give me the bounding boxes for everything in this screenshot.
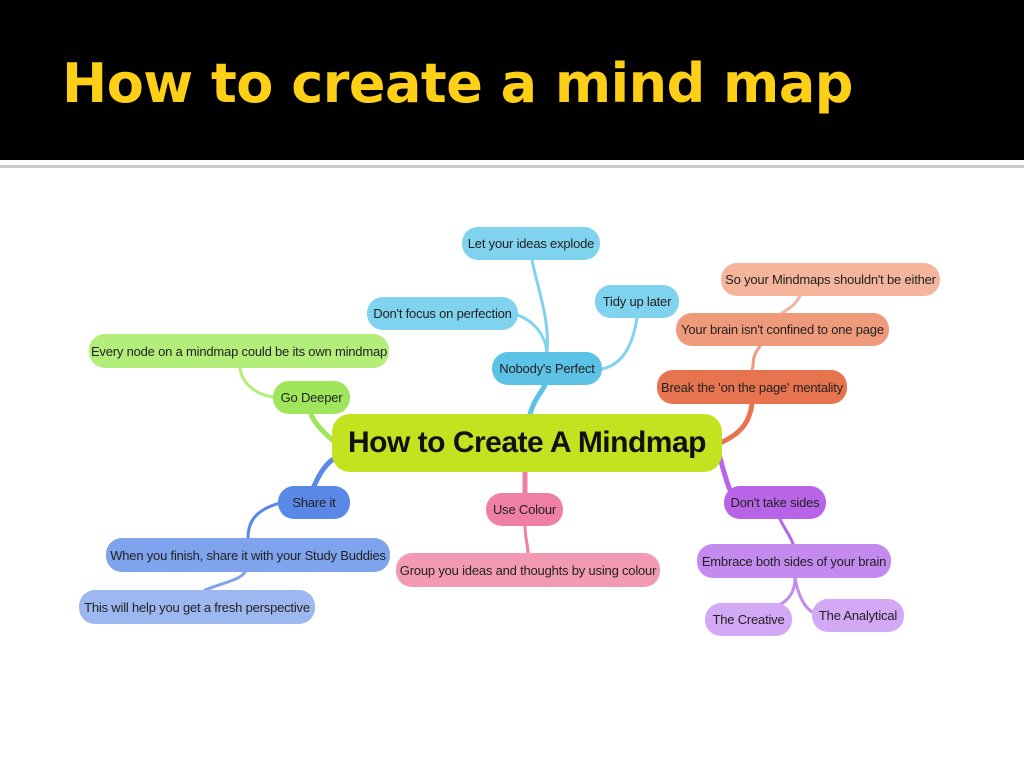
node-brain-not-confined: Your brain isn't confined to one page [676,313,889,346]
link-somindmaps-to-brain [780,294,802,315]
node-embrace-both: Embrace both sides of your brain [697,544,891,578]
node-the-creative: The Creative [705,603,792,636]
link-brain-to-break-page [750,344,762,372]
node-dont-focus-perfection: Don't focus on perfection [367,297,518,330]
node-every-node: Every node on a mindmap could be its own… [89,334,389,368]
node-share-it: Share it [278,486,350,519]
node-so-your-mindmaps: So your Mindmaps shouldn't be either [721,263,940,296]
link-central-to-go-deeper [308,411,338,445]
node-use-colour: Use Colour [486,493,563,526]
title-rule-gray [0,165,1024,168]
node-let-ideas-explode: Let your ideas explode [462,227,600,260]
node-go-deeper: Go Deeper [273,381,350,414]
link-central-to-nobodys-perfect [527,382,548,417]
slide-title: How to create a mind map [62,52,853,115]
node-break-the-page: Break the 'on the page' mentality [657,370,847,404]
node-when-you-finish: When you finish, share it with your Stud… [106,538,390,572]
title-bar: How to create a mind map [0,0,1024,160]
link-sides-to-embrace [778,517,795,546]
link-share-to-finish [246,501,282,540]
link-perfection-to-nobodys-perfect [516,313,549,354]
central-node: How to Create A Mindmap [332,414,722,472]
node-dont-take-sides: Don't take sides [724,486,826,519]
link-explode-to-nobodys-perfect [530,258,549,354]
node-nobodys-perfect: Nobody's Perfect [492,352,602,385]
link-central-to-share-it [311,457,335,489]
link-tidy-to-nobodys-perfect [600,316,639,371]
node-fresh-perspective: This will help you get a fresh perspecti… [79,590,315,624]
link-finish-to-perspective [203,570,247,592]
node-group-ideas: Group you ideas and thoughts by using co… [396,553,660,587]
link-every-node-to-go-deeper [238,366,275,399]
link-colour-to-group [523,524,530,555]
node-the-analytical: The Analytical [812,599,904,632]
link-central-to-break-page [717,401,755,446]
node-tidy-up-later: Tidy up later [595,285,679,318]
link-embrace-to-analytical [793,576,817,615]
title-rule-white [0,160,1024,164]
